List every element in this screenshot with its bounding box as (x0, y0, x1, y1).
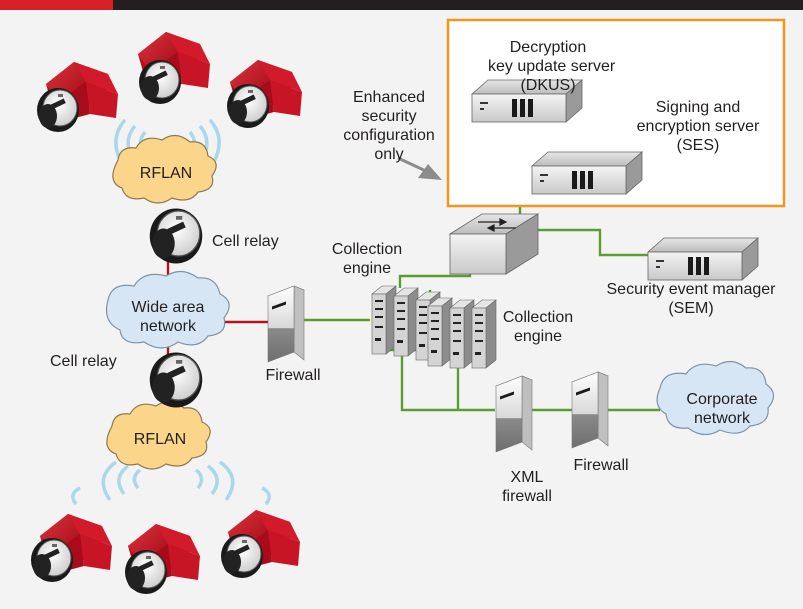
firewall-right-label: Firewall (573, 457, 629, 474)
wan-cloud (105, 270, 230, 349)
ses-server-icon (531, 151, 643, 195)
rflan-bottom-label: RFLAN (133, 431, 187, 448)
smart-meter-icon (226, 83, 270, 129)
xml-firewall-line-2: firewall (502, 488, 552, 505)
dkus-label-line-1: Decryption (509, 39, 587, 56)
smart-meter-icon (124, 549, 168, 595)
smart-meter-icon (30, 537, 74, 583)
enhanced-label-line-4: only (374, 146, 404, 163)
network-switch-icon (448, 213, 540, 275)
wireless-signal-icon (71, 460, 271, 506)
enhanced-label-line-3: configuration (343, 127, 435, 144)
xml-firewall-icon (495, 375, 533, 453)
cell-relay-top-label: Cell relay (212, 233, 279, 250)
collection-engine-top-line-2: engine (342, 260, 392, 277)
wan-label-line-1: Wide area (131, 299, 205, 316)
top-bar (0, 0, 803, 10)
corporate-label-line-1: Corporate (686, 391, 758, 408)
corporate-network-cloud (656, 360, 775, 436)
smart-meter-icon (138, 59, 182, 105)
smart-meter-icon (220, 533, 264, 579)
enhanced-label-line-1: Enhanced (352, 89, 426, 106)
rflan-bottom-cloud (106, 400, 211, 470)
firewall-left-label: Firewall (265, 367, 321, 384)
cell-relay-bottom-label: Cell relay (50, 353, 117, 370)
firewall-left-icon (267, 285, 305, 363)
green-link-switch-sem (538, 228, 650, 257)
rflan-top-cloud (112, 134, 217, 204)
collection-engine-top-label: Collection engine (322, 240, 412, 278)
ses-label: Signing and encryption server (SES) (628, 98, 768, 155)
wan-label-line-2: network (139, 318, 197, 335)
collection-engine-rack-group (371, 285, 497, 369)
smart-meter-icon (36, 87, 80, 133)
top-bar-accent (0, 0, 113, 10)
sem-label-line-1: Security event manager (606, 281, 776, 298)
dkus-label-line-3: (DKUS) (520, 77, 576, 94)
rflan-top-label: RFLAN (139, 165, 193, 182)
wan-label: Wide area network (112, 298, 224, 336)
ses-label-line-2: encryption server (636, 118, 760, 135)
collection-engine-right-line-2: engine (513, 328, 563, 345)
collection-engine-right-label: Collection engine (496, 308, 580, 346)
dkus-label-line-2: key update server (488, 58, 616, 75)
ses-label-line-3: (SES) (676, 137, 720, 154)
enhanced-label-line-2: security (361, 108, 417, 125)
sem-label-line-2: (SEM) (668, 300, 714, 317)
enhanced-security-label: Enhanced security configuration only (334, 88, 444, 164)
xml-firewall-label: XML firewall (492, 468, 562, 506)
xml-firewall-line-1: XML (510, 469, 544, 486)
corporate-label-line-2: network (693, 410, 751, 427)
dkus-label: Decryption key update server (DKUS) (488, 38, 616, 95)
sem-server-icon (647, 237, 759, 281)
corporate-network-label: Corporate network (672, 390, 772, 428)
enhanced-security-arrow (397, 156, 442, 180)
collection-engine-top-line-1: Collection (331, 241, 403, 258)
firewall-right-icon (571, 371, 609, 449)
green-link-engine-xml (400, 345, 495, 412)
ses-label-line-1: Signing and (655, 99, 741, 116)
sem-label: Security event manager (SEM) (596, 280, 786, 318)
cell-relay-top-meter-icon (149, 207, 203, 265)
cell-relay-bottom-meter-icon (149, 351, 203, 409)
collection-engine-right-line-1: Collection (502, 309, 574, 326)
